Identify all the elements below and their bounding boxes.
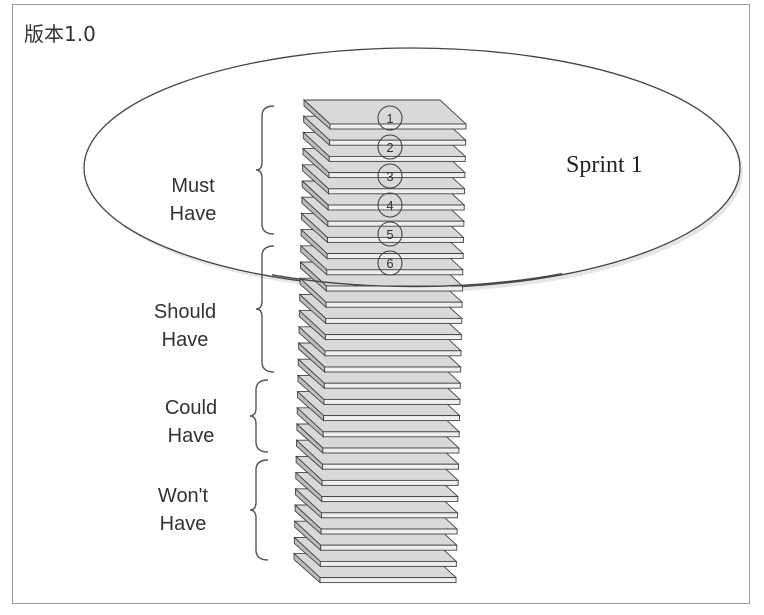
slab-front-face — [322, 431, 460, 438]
slab-front-face — [327, 204, 465, 211]
slab-front-face — [321, 496, 459, 503]
slab-front-face — [320, 544, 458, 551]
brace-wont-have — [249, 459, 269, 561]
slab-front-face — [324, 350, 462, 357]
item-number-marker: 1 — [377, 105, 403, 131]
item-number-label: 4 — [386, 198, 393, 213]
slab-front-face — [319, 577, 457, 584]
slab-front-face — [324, 334, 462, 341]
slab-front-face — [326, 253, 464, 260]
slab-front-face — [326, 269, 464, 276]
item-number-marker: 6 — [377, 250, 403, 276]
brace-should-have — [255, 245, 275, 373]
slab-front-face — [320, 512, 458, 519]
item-number-label: 2 — [386, 140, 393, 155]
item-number-marker: 4 — [377, 192, 403, 218]
item-number-label: 1 — [386, 111, 393, 126]
item-number-label: 6 — [386, 256, 393, 271]
slab-front-face — [323, 398, 461, 405]
version-label: 版本1.0 — [24, 22, 96, 46]
slab-front-face — [325, 317, 463, 324]
slab-top-face — [302, 99, 468, 125]
slab-front-face — [322, 463, 459, 470]
slab-front-face — [327, 236, 464, 243]
slab-front-face — [328, 172, 466, 179]
slab-front-face — [320, 528, 458, 535]
item-number-marker: 3 — [377, 163, 403, 189]
sprint-label: Sprint 1 — [566, 152, 643, 178]
item-number-marker: 2 — [377, 134, 403, 160]
sprint-ellipse-front-edge — [271, 272, 563, 288]
slab-front-face — [325, 301, 463, 308]
item-number-marker: 5 — [377, 221, 403, 247]
item-number-circle — [377, 250, 403, 276]
item-number-label: 5 — [386, 227, 393, 242]
slab-front-face — [322, 447, 460, 454]
slab-front-face — [321, 479, 459, 486]
slab-front-face — [329, 139, 467, 146]
slab-front-face — [319, 560, 457, 567]
item-number-circle — [377, 134, 403, 160]
item-number-circle — [377, 163, 403, 189]
slab-front-face — [323, 415, 461, 422]
slab-front-face — [328, 188, 466, 195]
backlog-slab — [302, 98, 468, 130]
item-number-circle — [377, 192, 403, 218]
item-number-circle — [377, 221, 403, 247]
item-number-label: 3 — [386, 169, 393, 184]
brace-must-have — [255, 105, 275, 235]
slab-front-face — [323, 382, 461, 389]
item-number-circle — [377, 105, 403, 131]
brace-could-have — [249, 379, 269, 453]
slab-front-face — [324, 366, 462, 373]
